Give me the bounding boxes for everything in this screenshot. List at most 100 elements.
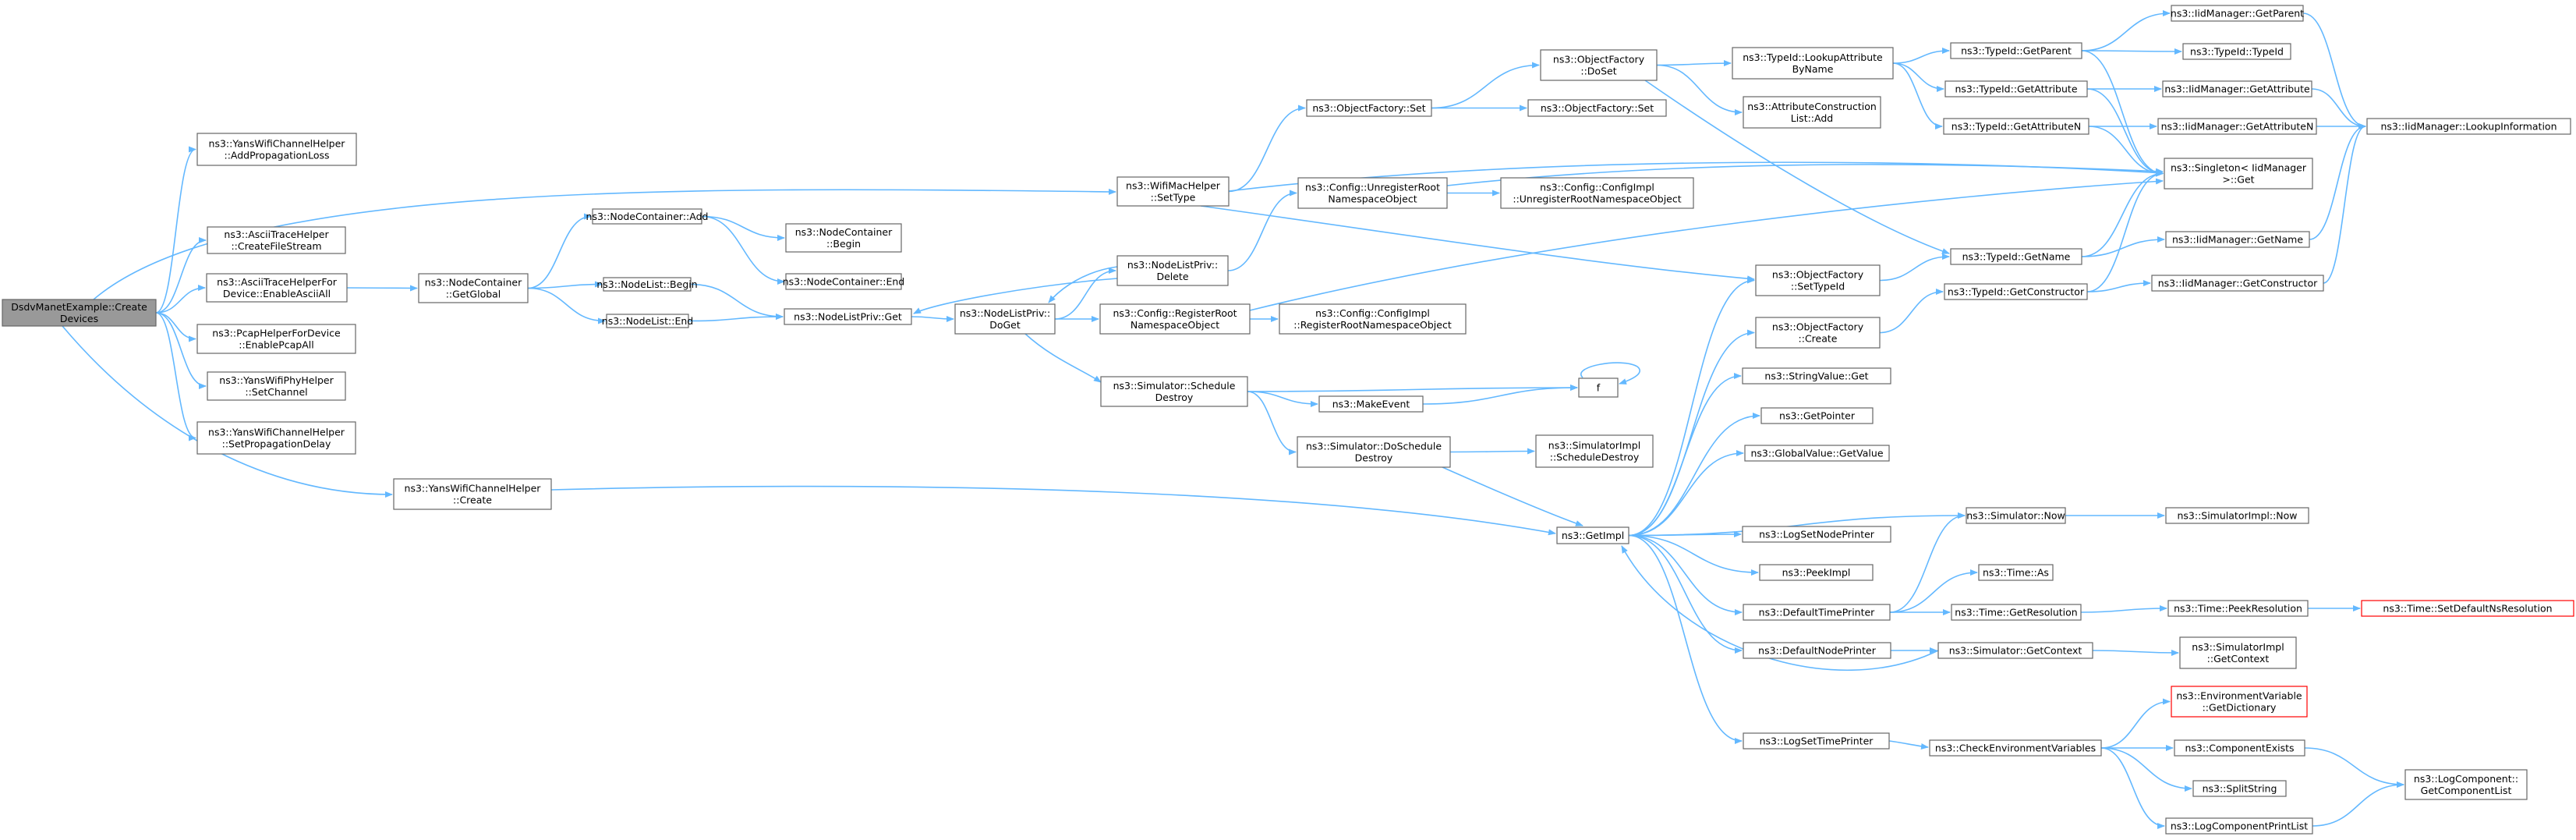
node-label: ::Create xyxy=(453,494,492,506)
node-box xyxy=(196,133,357,166)
node-timeAs[interactable]: ns3::Time::As xyxy=(1978,564,2054,581)
node-timeSetDefault[interactable]: ns3::Time::SetDefaultNsResolution xyxy=(2361,600,2574,617)
node-nlpGet[interactable]: ns3::NodeListPriv::Get xyxy=(784,308,912,325)
node-peekImpl[interactable]: ns3::PeekImpl xyxy=(1759,564,1874,581)
edge-defTimePrinter-to-timeAs xyxy=(1889,569,1978,613)
node-label: ns3::SimulatorImpl::Now xyxy=(2177,510,2297,522)
node-label: List::Add xyxy=(1791,112,1833,124)
node-iidLookupInfo[interactable]: ns3::IidManager::LookupInformation xyxy=(2366,118,2571,135)
node-cfgImplUnregister[interactable]: ns3::Config::ConfigImpl::UnregisterRootN… xyxy=(1500,177,1694,209)
node-envGetDict[interactable]: ns3::EnvironmentVariable::GetDictionary xyxy=(2171,686,2308,718)
edge-root-to-wifiMacSetType xyxy=(93,188,1116,300)
node-label: ::AddPropagationLoss xyxy=(224,150,329,161)
node-iidGetAttr[interactable]: ns3::IidManager::GetAttribute xyxy=(2162,80,2312,97)
node-nlpDelete[interactable]: ns3::NodeListPriv::Delete xyxy=(1116,255,1229,286)
node-iidGetAttrN[interactable]: ns3::IidManager::GetAttributeN xyxy=(2157,118,2317,135)
node-cfgUnregister[interactable]: ns3::Config::UnregisterRootNamespaceObje… xyxy=(1297,177,1448,209)
node-simImplSchedDestroy[interactable]: ns3::SimulatorImpl::ScheduleDestroy xyxy=(1535,434,1654,468)
node-simNow[interactable]: ns3::Simulator::Now xyxy=(1966,507,2066,524)
node-nlEnd[interactable]: ns3::NodeList::End xyxy=(602,314,693,328)
node-tidGetParent[interactable]: ns3::TypeId::GetParent xyxy=(1950,42,2082,59)
node-iidGetParent[interactable]: ns3::IidManager::GetParent xyxy=(2171,5,2304,22)
node-simImplGetContext[interactable]: ns3::SimulatorImpl::GetContext xyxy=(2179,636,2297,669)
node-iidGetName[interactable]: ns3::IidManager::GetName xyxy=(2165,231,2310,248)
node-iidGetCons[interactable]: ns3::IidManager::GetConstructor xyxy=(2151,275,2324,292)
node-nlpDoGet[interactable]: ns3::NodeListPriv::DoGet xyxy=(954,303,1056,335)
node-addProp[interactable]: ns3::YansWifiChannelHelper::AddPropagati… xyxy=(196,133,357,166)
node-tidTypeId[interactable]: ns3::TypeId::TypeId xyxy=(2182,43,2291,60)
node-box xyxy=(2179,636,2297,669)
node-label: ns3::AsciiTraceHelperFor xyxy=(217,276,338,288)
node-f[interactable]: f xyxy=(1578,377,1619,398)
node-wifiMacSetType[interactable]: ns3::WifiMacHelper::SetType xyxy=(1116,176,1230,207)
node-label: ns3::DefaultNodePrinter xyxy=(1758,645,1877,657)
node-logSetTime[interactable]: ns3::LogSetTimePrinter xyxy=(1743,732,1890,750)
edge-simDoSchedDestroy-to-getImpl xyxy=(1442,466,1583,526)
node-makeEvent[interactable]: ns3::MakeEvent xyxy=(1318,395,1424,413)
node-timeGetRes[interactable]: ns3::Time::GetResolution xyxy=(1951,604,2082,621)
node-ncBegin[interactable]: ns3::NodeContainer::Begin xyxy=(785,223,902,253)
node-label: ns3::NodeContainer::Add xyxy=(586,211,709,222)
node-compExists[interactable]: ns3::ComponentExists xyxy=(2174,739,2305,757)
node-label: ns3::WifiMacHelper xyxy=(1126,180,1221,192)
node-tidGetName[interactable]: ns3::TypeId::GetName xyxy=(1950,248,2082,265)
node-setChannel[interactable]: ns3::YansWifiPhyHelper::SetChannel xyxy=(207,371,346,401)
node-box xyxy=(1755,317,1881,349)
node-tidGetAttr[interactable]: ns3::TypeId::GetAttribute xyxy=(1944,80,2088,97)
node-ofDoSet[interactable]: ns3::ObjectFactory::DoSet xyxy=(1540,49,1658,81)
node-box xyxy=(1556,526,1629,544)
edge-checkEnv-to-splitString xyxy=(2100,747,2192,792)
node-ywchCreate[interactable]: ns3::YansWifiChannelHelper::Create xyxy=(393,478,552,510)
node-label: ByName xyxy=(1792,63,1834,75)
node-label: ns3::IidManager::GetParent xyxy=(2171,8,2304,19)
node-singletonGet[interactable]: ns3::Singleton< IidManager>::Get xyxy=(2164,158,2313,190)
node-ofSet2[interactable]: ns3::ObjectFactory::Set xyxy=(1527,99,1667,117)
node-defTimePrinter[interactable]: ns3::DefaultTimePrinter xyxy=(1743,604,1891,621)
node-label: ns3::TypeId::GetName xyxy=(1962,251,2071,263)
node-simSchedDestroy[interactable]: ns3::Simulator::ScheduleDestroy xyxy=(1100,376,1248,407)
node-simGetContext[interactable]: ns3::Simulator::GetContext xyxy=(1937,642,2093,659)
edge-iidGetCons-to-iidLookupInfo xyxy=(2323,123,2366,284)
node-label: >::Get xyxy=(2222,174,2254,186)
node-enablePcap[interactable]: ns3::PcapHelperForDevice::EnablePcapAll xyxy=(196,324,356,354)
node-box xyxy=(1759,564,1874,581)
edge-enableAscii-to-ncGetGlobal xyxy=(346,285,418,292)
node-box xyxy=(1744,445,1890,462)
node-timePeekRes[interactable]: ns3::Time::PeekResolution xyxy=(2167,600,2309,617)
node-ncEnd[interactable]: ns3::NodeContainer::End xyxy=(783,273,904,290)
node-splitString[interactable]: ns3::SplitString xyxy=(2192,780,2287,797)
node-ofSetTypeId[interactable]: ns3::ObjectFactory::SetTypeId xyxy=(1755,264,1881,296)
node-getImpl[interactable]: ns3::GetImpl xyxy=(1556,526,1629,544)
node-strValGet[interactable]: ns3::StringValue::Get xyxy=(1742,367,1891,385)
node-ncAdd[interactable]: ns3::NodeContainer::Add xyxy=(586,208,709,225)
node-getPointer[interactable]: ns3::GetPointer xyxy=(1760,407,1874,424)
node-tidGetCons[interactable]: ns3::TypeId::GetConstructor xyxy=(1944,283,2088,300)
node-cfgRegister[interactable]: ns3::Config::RegisterRootNamespaceObject xyxy=(1099,303,1251,335)
node-simImplNow[interactable]: ns3::SimulatorImpl::Now xyxy=(2165,507,2309,524)
node-label: ns3::NodeContainer xyxy=(425,277,522,289)
node-globalValGet[interactable]: ns3::GlobalValue::GetValue xyxy=(1744,445,1890,462)
node-tidGetAttrN[interactable]: ns3::TypeId::GetAttributeN xyxy=(1943,118,2089,135)
node-nlBegin[interactable]: ns3::NodeList::Begin xyxy=(596,277,698,292)
node-ofSet[interactable]: ns3::ObjectFactory::Set xyxy=(1306,99,1432,117)
node-label: ns3::Time::PeekResolution xyxy=(2174,603,2302,615)
node-logSetNode[interactable]: ns3::LogSetNodePrinter xyxy=(1742,526,1891,543)
node-defNodePrinter[interactable]: ns3::DefaultNodePrinter xyxy=(1743,642,1891,659)
node-ncGetGlobal[interactable]: ns3::NodeContainer::GetGlobal xyxy=(418,273,529,303)
node-logCompPrintList[interactable]: ns3::LogComponentPrintList xyxy=(2165,817,2313,835)
edge-tidLookupAttr-to-tidGetParent xyxy=(1892,48,1950,64)
edge-ofSetTypeId-to-tidGetName xyxy=(1879,253,1950,282)
node-createFile[interactable]: ns3::AsciiTraceHelper::CreateFileStream xyxy=(207,226,346,254)
node-enableAscii[interactable]: ns3::AsciiTraceHelperForDevice::EnableAs… xyxy=(206,273,348,303)
node-box xyxy=(2192,780,2287,797)
node-ofCreate[interactable]: ns3::ObjectFactory::Create xyxy=(1755,317,1881,349)
node-box xyxy=(1732,47,1894,80)
node-checkEnv[interactable]: ns3::CheckEnvironmentVariables xyxy=(1929,739,2102,757)
node-cfgImplRegister[interactable]: ns3::Config::ConfigImpl::RegisterRootNam… xyxy=(1279,303,1467,335)
node-logCompGetList[interactable]: ns3::LogComponent::GetComponentList xyxy=(2404,769,2528,800)
node-setPropDelay[interactable]: ns3::YansWifiChannelHelper::SetPropagati… xyxy=(196,421,356,455)
